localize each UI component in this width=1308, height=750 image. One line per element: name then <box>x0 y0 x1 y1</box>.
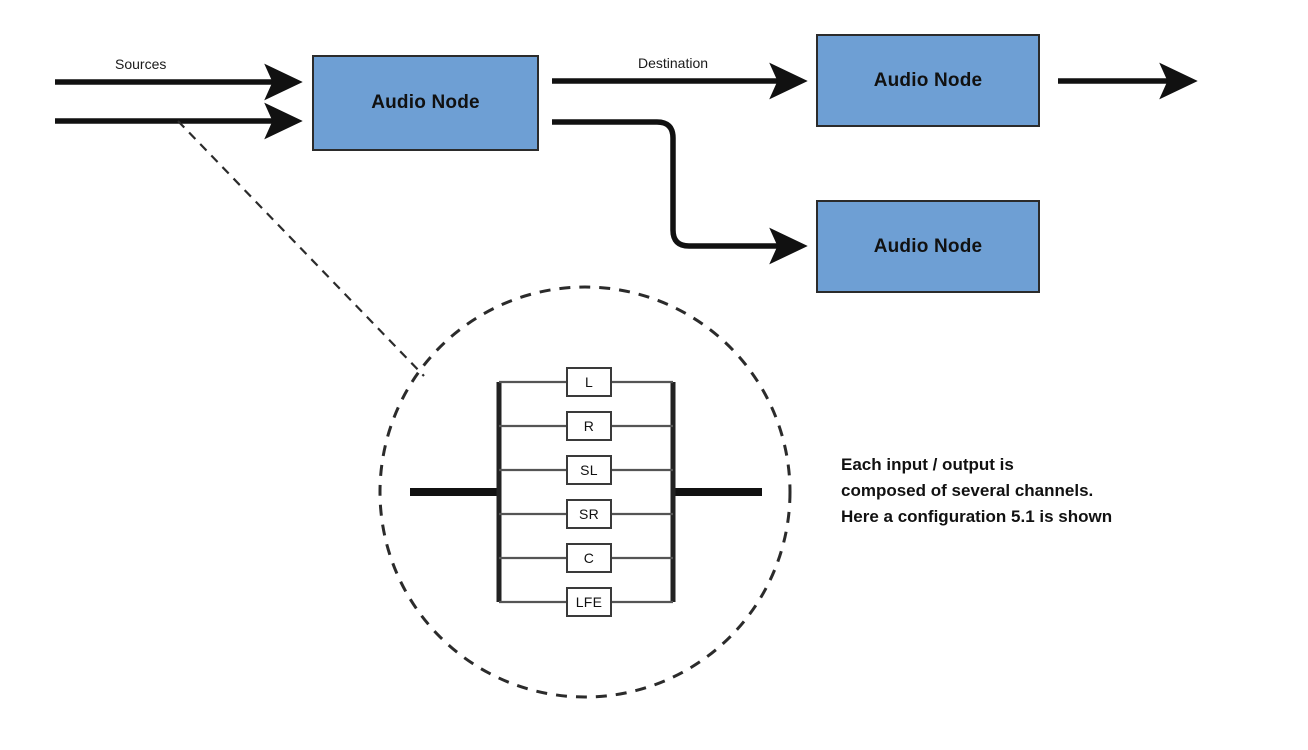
callout-leader-line <box>177 120 425 377</box>
channel-box-sl[interactable]: SL <box>566 455 612 485</box>
channel-box-c[interactable]: C <box>566 543 612 573</box>
caption-line-2: composed of several channels. <box>841 481 1094 500</box>
audio-node-output-top[interactable]: Audio Node <box>816 34 1040 127</box>
caption-line-1: Each input / output is <box>841 455 1014 474</box>
channel-label-sl: SL <box>580 462 598 478</box>
destination-arrow-elbow <box>552 119 808 265</box>
audio-node-output-top-label: Audio Node <box>873 69 983 91</box>
channel-box-sr[interactable]: SR <box>566 499 612 529</box>
channel-label-sr: SR <box>578 506 600 522</box>
channel-box-l[interactable]: L <box>566 367 612 397</box>
channel-label-l: L <box>584 374 594 390</box>
caption-block: Each input / output is composed of sever… <box>841 452 1112 530</box>
callout-circle <box>378 285 792 699</box>
channel-label-r: R <box>583 418 595 434</box>
audio-node-output-bottom-label: Audio Node <box>873 235 983 257</box>
sources-label: Sources <box>115 56 167 72</box>
audio-node-input[interactable]: Audio Node <box>312 55 539 151</box>
channel-label-lfe: LFE <box>575 594 603 610</box>
channel-box-r[interactable]: R <box>566 411 612 441</box>
channel-box-lfe[interactable]: LFE <box>566 587 612 617</box>
audio-node-input-label: Audio Node <box>371 92 480 113</box>
caption-line-3: Here a configuration 5.1 is shown <box>841 507 1113 526</box>
channel-label-c: C <box>583 550 595 566</box>
channel-branch-wires <box>499 380 673 604</box>
audio-node-output-bottom[interactable]: Audio Node <box>816 200 1040 293</box>
destination-label: Destination <box>638 55 709 71</box>
